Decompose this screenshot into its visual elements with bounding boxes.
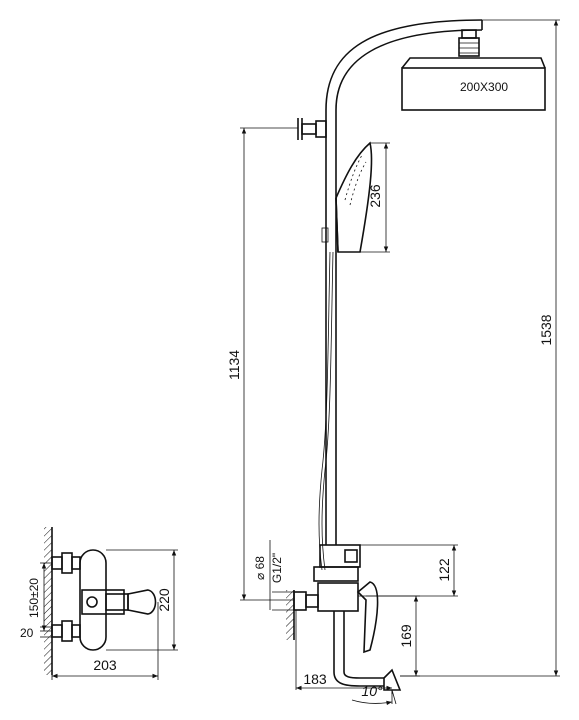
mixer-side-view: [51, 549, 157, 651]
label-mixer-height: 220: [156, 588, 172, 612]
label-thread: G1/2": [270, 553, 284, 583]
label-spout-angle: 10°: [361, 683, 383, 699]
dimension-overall-height: 1538: [400, 19, 560, 677]
label-pipe-diameter: ⌀ 68: [253, 556, 267, 580]
dimension-spout-reach: 183: [295, 610, 393, 694]
label-diverter-height: 122: [436, 558, 452, 582]
hand-shower: [335, 141, 373, 253]
wall-hatch-left: [44, 527, 53, 675]
label-hand-shower-length: 236: [367, 184, 383, 208]
label-spout-height: 169: [398, 624, 414, 648]
wall-bracket: [297, 118, 327, 140]
label-spout-reach: 183: [303, 671, 327, 687]
dimension-mixer-height: 220: [106, 549, 178, 651]
dimension-spout-angle: 10°: [351, 683, 397, 706]
shower-hose: [318, 251, 334, 571]
dimension-hand-shower: 236: [360, 142, 390, 253]
label-mixer-depth: 203: [93, 657, 117, 673]
label-column-height: 1134: [226, 350, 242, 380]
rain-shower-head: 200X300: [401, 29, 546, 111]
dimension-centers: 150±20: [27, 562, 52, 632]
dimension-eccentric: 20: [20, 626, 52, 640]
dimension-connection: ⌀ 68 G1/2": [253, 540, 294, 611]
label-head-size: 200X300: [460, 80, 508, 94]
dimension-diverter-height: 122: [358, 544, 458, 597]
shower-column: [321, 19, 483, 545]
diverter-body: [313, 544, 361, 612]
label-eccentric: 20: [20, 626, 34, 640]
dimension-mixer-depth: 203: [51, 602, 159, 680]
label-overall-height: 1538: [538, 314, 554, 345]
wall-connection: [293, 591, 319, 611]
mixer-handle: [356, 581, 379, 654]
wall-hatch-right: [286, 590, 295, 640]
dimension-spout-height: 169: [366, 595, 420, 677]
label-centers: 150±20: [27, 578, 41, 618]
dimension-column-height: 1134: [226, 127, 298, 601]
